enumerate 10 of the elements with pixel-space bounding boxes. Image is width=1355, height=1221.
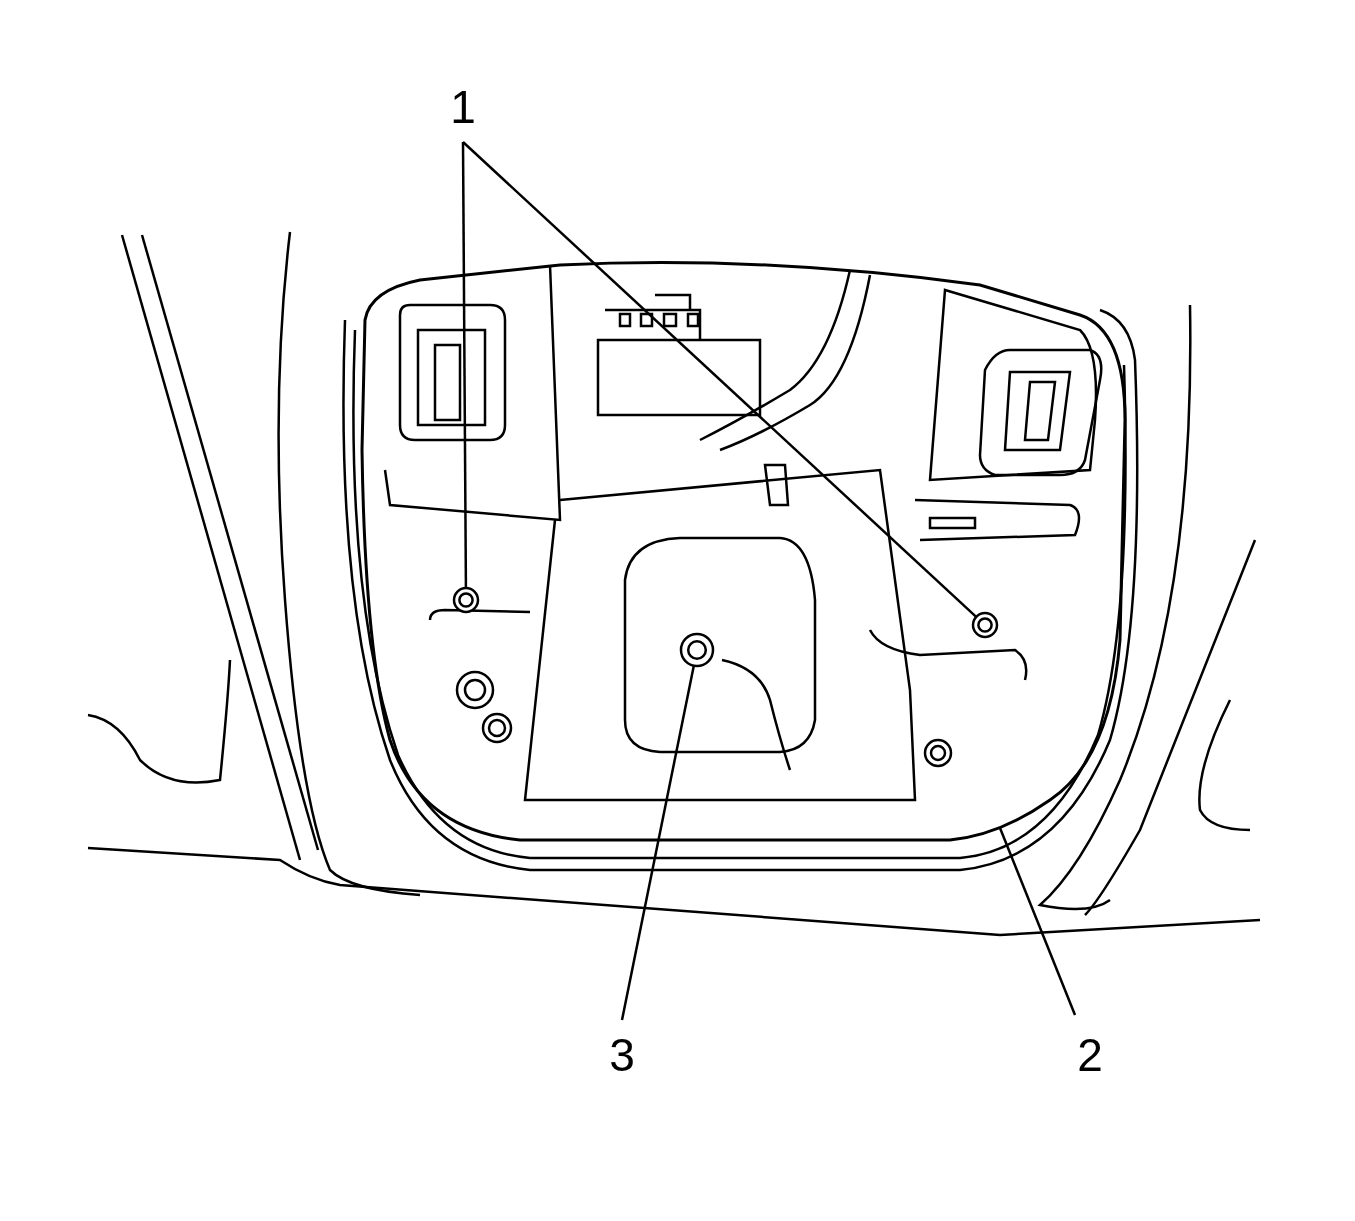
leader-line <box>998 827 1077 1016</box>
callout-number: 1 <box>450 82 476 132</box>
callout-number: 2 <box>1077 1030 1103 1080</box>
nut-drawing <box>679 632 715 668</box>
leader-line <box>462 141 978 618</box>
callout-number: 3 <box>609 1030 635 1080</box>
bolt-drawing <box>452 586 480 614</box>
leader-line <box>620 665 696 1021</box>
leader-line <box>461 142 468 588</box>
bolt-drawing <box>971 611 999 639</box>
